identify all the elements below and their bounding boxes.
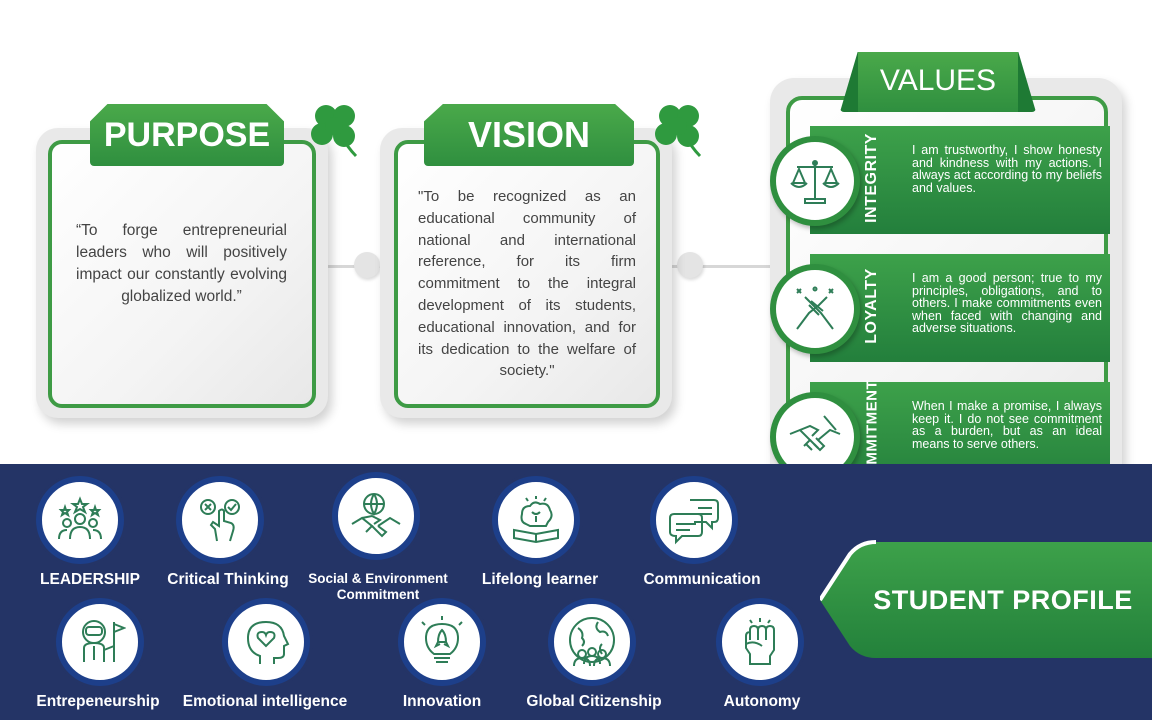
head-heart-icon: [246, 620, 290, 664]
scales-icon: [790, 160, 840, 204]
pointing-hand-choice-icon: [200, 499, 240, 542]
profile-leadership: [36, 476, 124, 564]
value-loyalty: LOYALTY I am a good person; true to my p…: [770, 250, 1110, 366]
value-icon-circle: [770, 264, 860, 354]
value-description: I am trustworthy, I show honesty and kin…: [912, 143, 1102, 195]
globe-people-icon: [569, 617, 615, 667]
profile-label: Autonomy: [723, 693, 801, 710]
profile-label: Innovation: [402, 693, 482, 710]
profile-label: Global Citizenship: [526, 693, 662, 710]
value-icon-circle: [770, 136, 860, 226]
clasped-hands-icon: [796, 286, 834, 330]
value-description: When I make a promise, I always keep it.…: [912, 399, 1102, 451]
profile-innovation: [398, 598, 486, 686]
globe-handshake-icon: [351, 493, 401, 538]
handshake-icon: [789, 415, 841, 452]
lightbulb-rocket-icon: [421, 616, 463, 663]
value-label: INTEGRITY: [863, 133, 880, 223]
profile-critical-thinking: [176, 476, 264, 564]
profile-autonomy: [716, 598, 804, 686]
connector-knob: [354, 252, 380, 278]
vision-banner: VISION: [424, 104, 634, 166]
profile-lifelong-learner: [492, 476, 580, 564]
purpose-banner: PURPOSE: [90, 104, 284, 166]
vision-card: [394, 140, 660, 408]
values-banner: VALUES: [840, 52, 1036, 112]
clover-icon: [655, 105, 702, 158]
connector-line: [660, 265, 775, 268]
speech-bubbles-icon: [669, 499, 719, 545]
value-integrity: INTEGRITY I am trustworthy, I show hones…: [770, 122, 1110, 238]
team-stars-icon: [58, 496, 102, 540]
astronaut-flag-icon: [82, 620, 126, 662]
purpose-text: “To forge entrepreneurial leaders who wi…: [76, 222, 287, 305]
profile-label: Lifelong learner: [481, 571, 599, 588]
student-profile-title: STUDENT PROFILE: [873, 584, 1133, 615]
profile-label: Communication: [643, 571, 761, 588]
profile-label: Critical Thinking: [167, 571, 289, 588]
values-title: VALUES: [879, 64, 997, 97]
profile-label: Entrepeneurship: [36, 693, 160, 710]
raised-fist-icon: [745, 618, 775, 665]
profile-label: Social & Environment Commitment: [308, 571, 448, 602]
student-profile-banner: STUDENT PROFILE: [820, 540, 1152, 660]
brain-book-icon: [513, 496, 559, 544]
profile-social-environment: [332, 472, 420, 560]
value-description: I am a good person; true to my principle…: [912, 271, 1102, 335]
profile-label: Emotional intelligence: [182, 693, 348, 710]
clover-icon: [311, 105, 358, 158]
vision-text: "To be recognized as an educational comm…: [418, 188, 636, 380]
profile-entrepreneurship: [56, 598, 144, 686]
connector-knob: [677, 252, 703, 278]
purpose-card: [48, 140, 316, 408]
profile-emotional-intelligence: [222, 598, 310, 686]
profile-communication: [650, 476, 738, 564]
purpose-title: PURPOSE: [103, 116, 271, 154]
value-label: LOYALTY: [863, 268, 880, 344]
vision-title: VISION: [467, 114, 591, 155]
profile-label: LEADERSHIP: [40, 571, 140, 588]
profile-global-citizenship: [548, 598, 636, 686]
